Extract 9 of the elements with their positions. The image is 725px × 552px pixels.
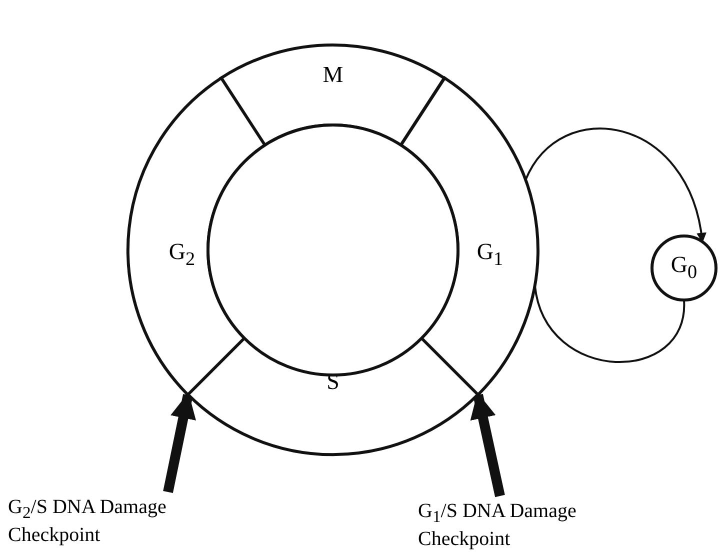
phase-label: G$_{2}$ (168, 239, 196, 271)
arrow (524, 128, 706, 243)
phase-label: M (322, 62, 344, 88)
checkpoint-label: G$_{2}$/S DNA Damage Checkpoint (8, 496, 168, 546)
arrow (163, 392, 196, 494)
phase-label: G$_{1}$ (476, 239, 504, 271)
checkpoint-label: G$_{1}$/S DNA Damage Checkpoint (418, 500, 578, 550)
phase-label: G$_{0}$ (670, 252, 698, 284)
arrow (470, 392, 505, 498)
